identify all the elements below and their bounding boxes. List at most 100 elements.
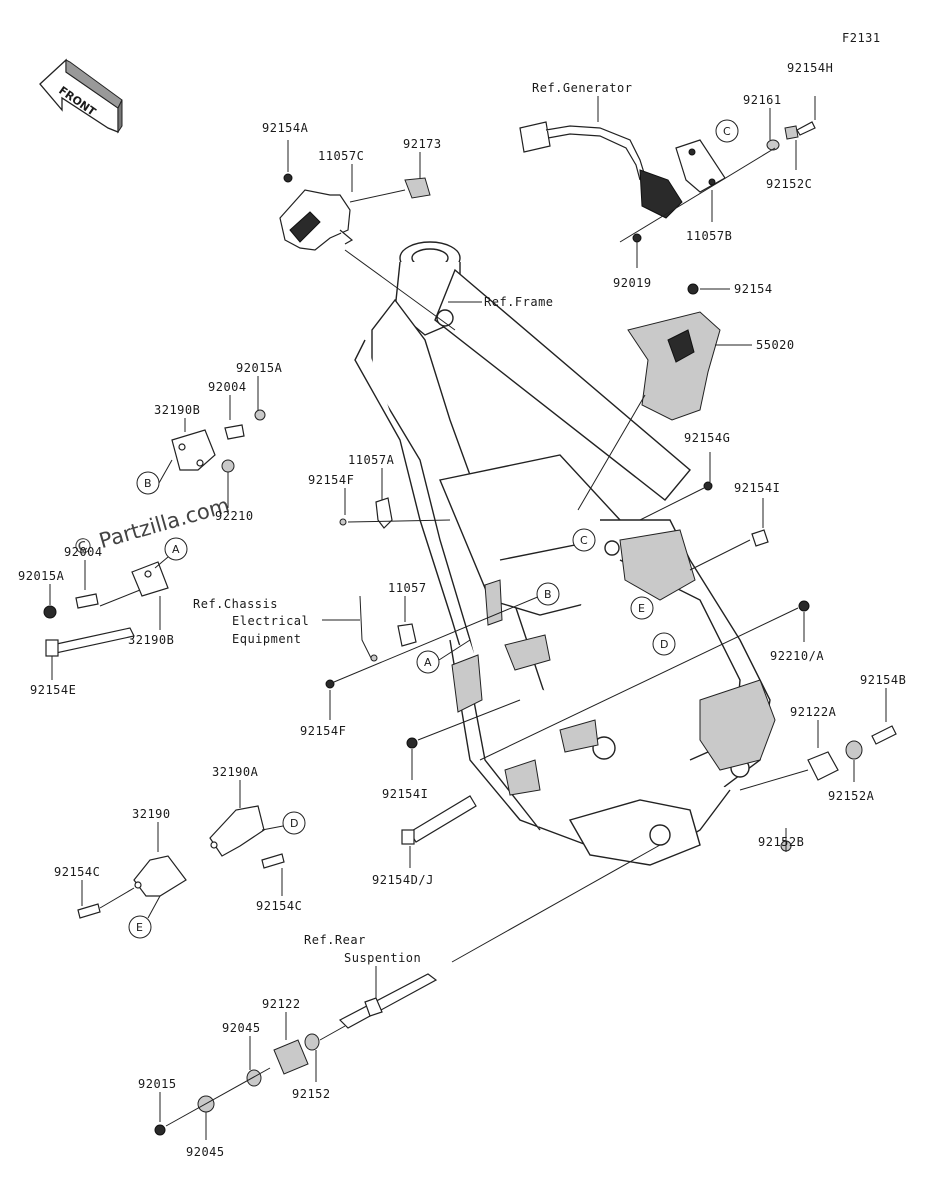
nut-92152a xyxy=(845,740,863,760)
callout-e-bot xyxy=(128,915,152,939)
bolt-92154c-r xyxy=(261,853,285,869)
bolt-92154b xyxy=(871,725,897,745)
label-92152c: 92152C xyxy=(766,177,812,191)
callout-a-mid-text: A xyxy=(424,656,432,669)
label-92154g: 92154G xyxy=(684,431,730,445)
callout-a-left-text: A xyxy=(172,543,180,556)
callout-e-mid-text: E xyxy=(638,602,645,615)
washer-92161 xyxy=(766,139,780,151)
label-92161: 92161 xyxy=(743,93,782,107)
nut-92152c xyxy=(784,125,799,140)
bolt-92154f-b xyxy=(325,679,335,689)
label-92122: 92122 xyxy=(262,997,301,1011)
pivot-shaft xyxy=(338,973,438,1029)
callout-c-top xyxy=(715,119,739,143)
front-arrow-icon: FRONT xyxy=(39,58,123,134)
bracket-11057c xyxy=(279,189,354,251)
collar-92122 xyxy=(273,1039,309,1075)
nut-92015a-b xyxy=(43,605,57,619)
label-92154dj: 92154D/J xyxy=(372,873,434,887)
ref-rear-2: Suspention xyxy=(344,951,421,965)
label-92154f-top: 92154F xyxy=(308,473,354,487)
label-55020: 55020 xyxy=(756,338,795,352)
callout-c-mid-text: C xyxy=(580,534,588,547)
collar-92210a xyxy=(798,600,810,612)
stud-92004-b xyxy=(75,593,99,609)
label-11057c: 11057C xyxy=(318,149,364,163)
callout-d-mid-text: D xyxy=(660,638,668,651)
guard-55020 xyxy=(627,311,721,421)
bolt-92154 xyxy=(687,283,699,295)
label-92154i-top: 92154I xyxy=(734,481,780,495)
bracket-32190b-b xyxy=(131,561,169,597)
callout-e-bot-text: E xyxy=(136,921,143,934)
bolt-92154f-top xyxy=(339,518,347,526)
clamp-11057a xyxy=(375,497,393,529)
clamp-11057 xyxy=(397,623,417,647)
label-92154b: 92154B xyxy=(860,673,906,687)
callout-c-top-text: C xyxy=(723,125,731,138)
label-92004-b: 92004 xyxy=(64,545,103,559)
label-92045-b: 92045 xyxy=(186,1145,225,1159)
bracket-32190b-top xyxy=(171,429,216,471)
label-92210a: 92210/A xyxy=(770,649,824,663)
plate-11057b xyxy=(675,139,726,193)
callout-b-mid xyxy=(536,582,560,606)
callout-d-mid xyxy=(652,632,676,656)
label-92154c-r: 92154C xyxy=(256,899,302,913)
label-92152b: 92152B xyxy=(758,835,804,849)
label-32190: 32190 xyxy=(132,807,171,821)
bolt-92154i-b xyxy=(406,737,418,749)
ref-generator-label: Ref.Generator xyxy=(532,81,632,95)
label-92015a-b: 92015A xyxy=(18,569,65,583)
callout-c-mid xyxy=(572,528,596,552)
ref-rear-1: Ref.Rear xyxy=(304,933,366,947)
label-92152: 92152 xyxy=(292,1087,331,1101)
bolt-92154c-l xyxy=(77,903,101,919)
nut-92015 xyxy=(154,1124,166,1136)
bolt-92154g xyxy=(703,481,713,491)
label-11057b: 11057B xyxy=(686,229,732,243)
label-92004-top: 92004 xyxy=(208,380,247,394)
label-32190b-top: 32190B xyxy=(154,403,200,417)
ref-chassis-2: Electrical xyxy=(232,614,309,628)
bracket-32190 xyxy=(133,855,187,897)
callout-a-left xyxy=(164,537,188,561)
label-92019: 92019 xyxy=(613,276,652,290)
bolt-92154dj xyxy=(409,795,477,843)
bolt-92154e xyxy=(51,627,135,654)
main-frame xyxy=(354,241,776,866)
nut-92152 xyxy=(304,1033,320,1051)
label-11057: 11057 xyxy=(388,581,427,595)
bolt-92154a xyxy=(283,173,293,183)
label-92045-a: 92045 xyxy=(222,1021,261,1035)
clip-92173 xyxy=(404,177,431,199)
label-92154e: 92154E xyxy=(30,683,76,697)
callout-b-mid-text: B xyxy=(544,588,552,601)
label-92015: 92015 xyxy=(138,1077,177,1091)
callout-a-mid xyxy=(416,650,440,674)
label-92154: 92154 xyxy=(734,282,773,296)
collar-92122a xyxy=(807,751,839,781)
pickup-sensor xyxy=(519,121,683,219)
label-92210: 92210 xyxy=(215,509,254,523)
label-92015a-top: 92015A xyxy=(236,361,283,375)
ref-chassis-3: Equipment xyxy=(232,632,302,646)
label-92154f-b: 92154F xyxy=(300,724,346,738)
callout-d-bot-text: D xyxy=(290,817,298,830)
label-32190b-b: 32190B xyxy=(128,633,174,647)
ref-frame-label: Ref.Frame xyxy=(484,295,554,309)
ref-chassis-1: Ref.Chassis xyxy=(193,597,278,611)
label-32190a: 32190A xyxy=(212,765,259,779)
diagram-code: F2131 xyxy=(842,31,881,45)
label-92154h: 92154H xyxy=(787,61,833,75)
nut-92019 xyxy=(632,233,642,243)
nut-92015a-top xyxy=(254,409,266,421)
label-92122a: 92122A xyxy=(790,705,837,719)
bolt-92154h xyxy=(796,121,816,136)
callout-b-left-text: B xyxy=(144,477,152,490)
washer-92045-a xyxy=(246,1069,262,1087)
label-92152a: 92152A xyxy=(828,789,875,803)
label-92154i-b: 92154I xyxy=(382,787,428,801)
